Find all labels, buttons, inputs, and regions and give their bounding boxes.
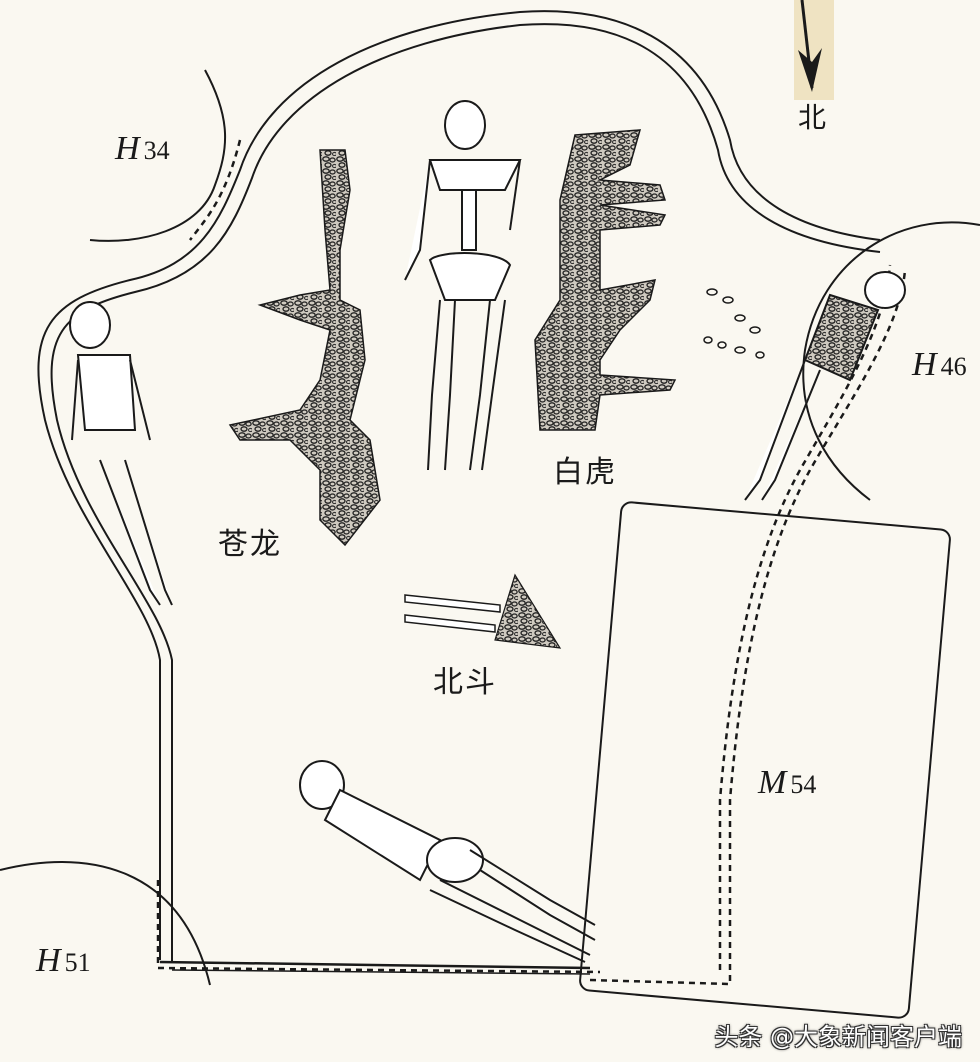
azure-dragon-mosaic [228,149,381,547]
tomb-m54-outline [579,501,951,1019]
azure-dragon-label: 苍龙 [218,527,282,562]
white-tiger-mosaic [534,129,677,431]
feature-letter: M [758,764,787,801]
pit-h46-outline [802,221,980,501]
feature-number: 54 [790,770,817,799]
feature-number: 34 [143,136,170,165]
north-arrow-icon [794,0,834,100]
skeleton-right [744,271,906,501]
skeleton-left [69,301,173,606]
scattered-bones [703,288,765,359]
pit-m45-outline [37,10,881,975]
big-dipper-figure [404,573,562,649]
feature-number: 51 [64,948,91,977]
skeleton-bottom [299,760,596,963]
white-tiger-label: 白虎 [553,455,617,490]
pit-h51-outline [0,861,211,986]
feature-letter: H [115,130,140,167]
pit-h34-outline [89,69,226,242]
watermark: 头条 @大象新闻客户端 [714,1023,962,1051]
feature-letter: H [912,346,937,383]
feature-letter: H [36,942,61,979]
feature-number: 46 [940,352,967,381]
dashed-boundary [156,139,907,986]
big-dipper-label: 北斗 [433,665,497,700]
skeleton-central [404,100,522,471]
north-label: 北 [798,101,827,134]
